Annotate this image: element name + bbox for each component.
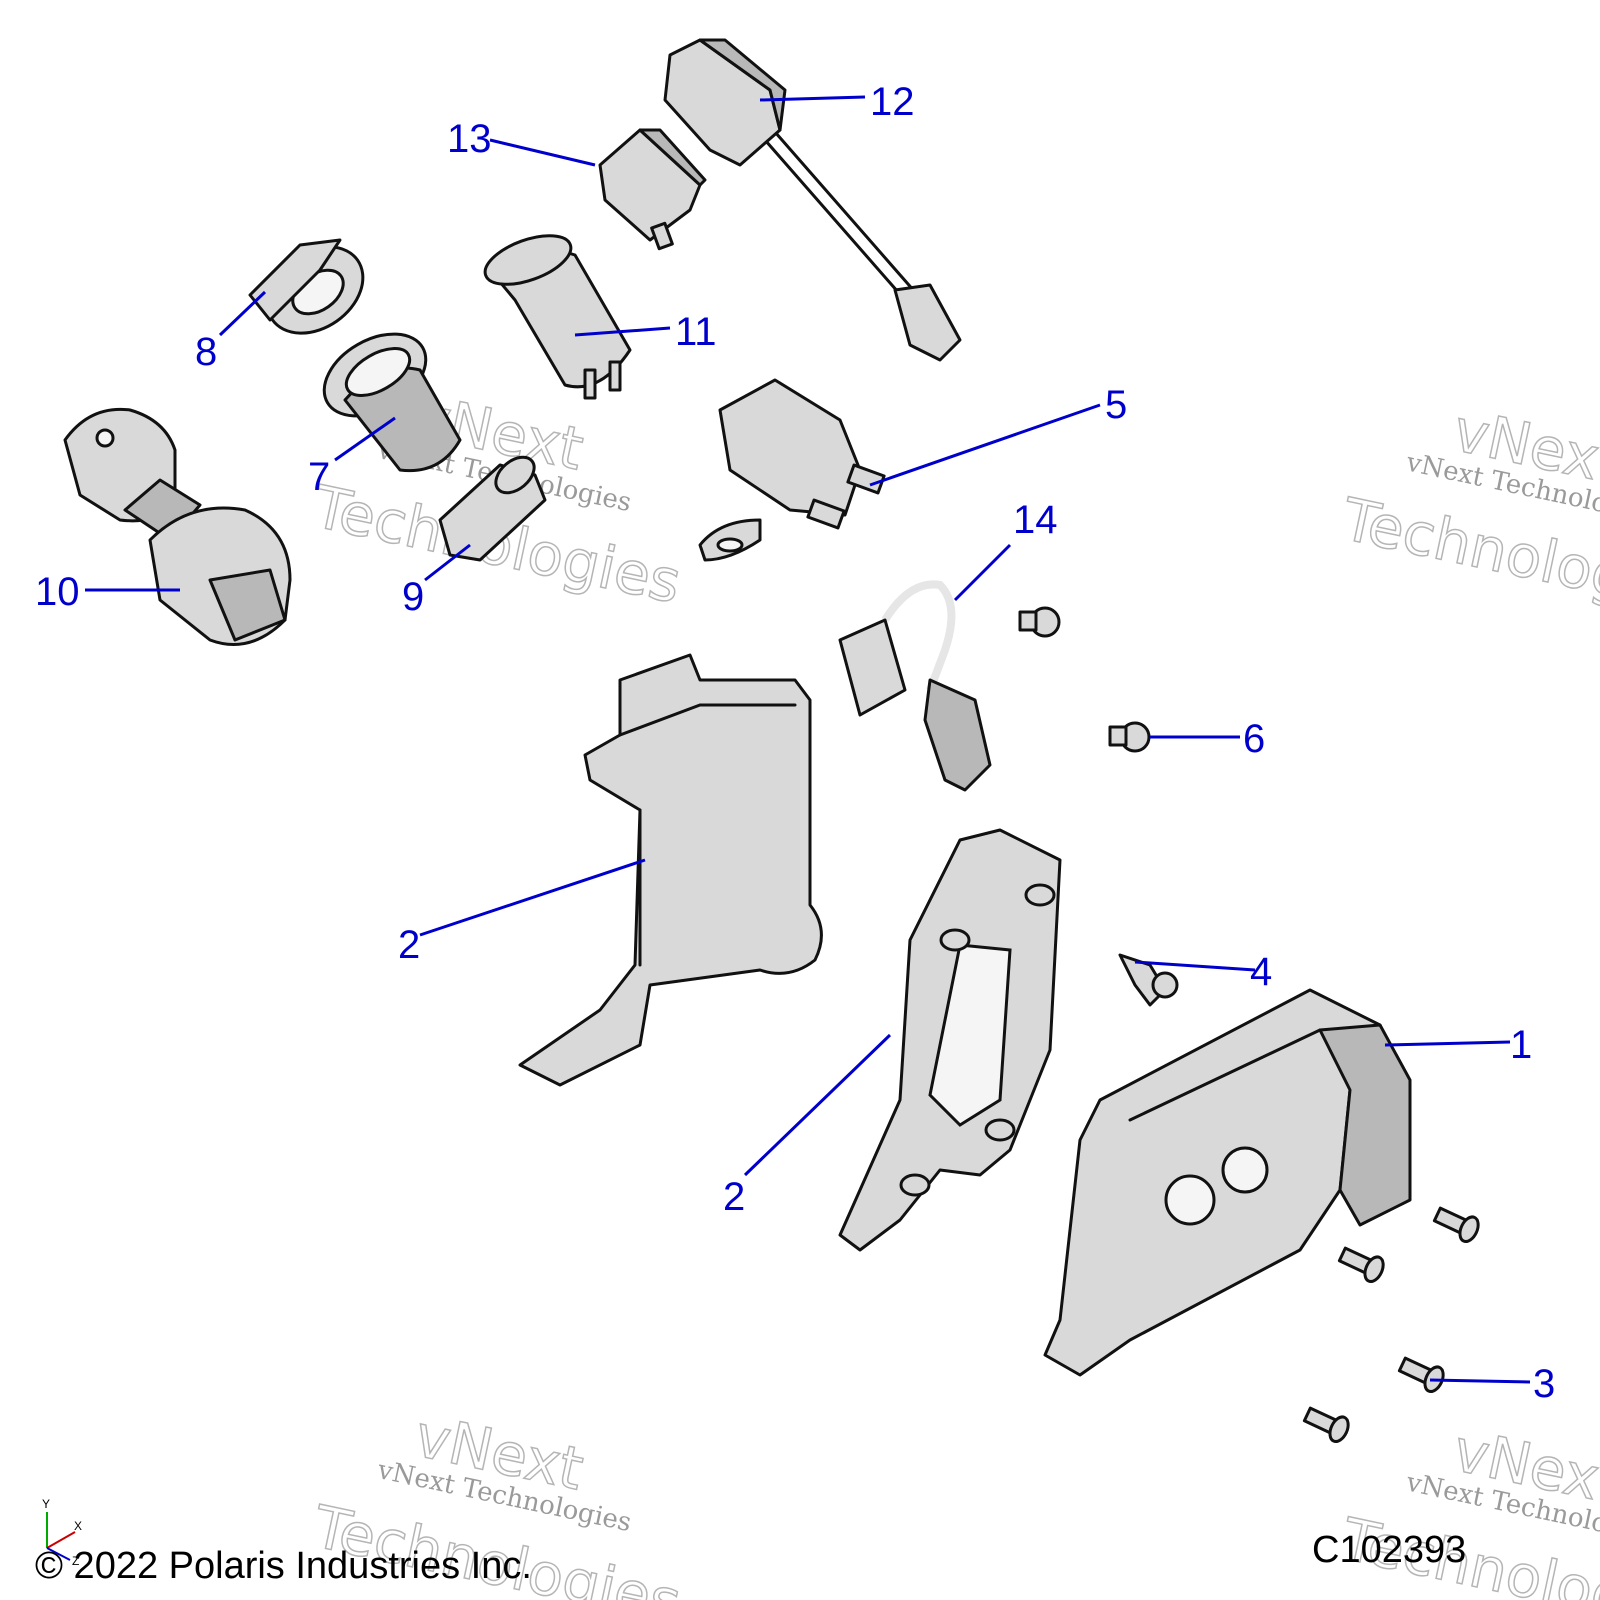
part-11-flasher <box>483 234 632 400</box>
part-7-socket <box>322 332 462 473</box>
axis-x-label: X <box>74 1519 82 1533</box>
callout-14: 14 <box>1013 498 1058 542</box>
callout-5: 5 <box>1105 383 1127 427</box>
part-6-nuts <box>1018 606 1151 753</box>
callout-10: 10 <box>35 570 80 614</box>
part-9-connector <box>438 455 547 562</box>
part-14-harness <box>838 580 992 792</box>
axis-triad: Y X Z <box>42 1497 82 1568</box>
part-5-solenoid <box>698 378 886 562</box>
callout-7: 7 <box>308 455 330 499</box>
axis-x-line <box>46 1531 76 1549</box>
part-12-sensor <box>663 38 962 362</box>
part-1-ecu <box>1043 988 1412 1377</box>
part-10-ignition-switch <box>63 407 292 646</box>
callout-8: 8 <box>195 330 217 374</box>
callout-13: 13 <box>447 117 492 161</box>
callout-labels: 1 2 2 3 4 5 6 7 8 9 10 11 12 13 14 <box>35 80 1555 1406</box>
callout-6: 6 <box>1243 717 1265 761</box>
part-2b-plate <box>838 828 1062 1252</box>
callout-9: 9 <box>402 575 424 619</box>
callout-12: 12 <box>870 80 915 124</box>
callout-4: 4 <box>1250 950 1272 994</box>
axis-z-label: Z <box>72 1554 79 1568</box>
part-13-relay <box>598 128 707 251</box>
callout-2: 2 <box>723 1175 745 1219</box>
part-8-switch-ring <box>248 238 365 335</box>
axis-z-line <box>46 1547 71 1561</box>
copyright-text: © 2022 Polaris Industries Inc. <box>35 1545 532 1587</box>
part-3-screws <box>1302 1206 1480 1443</box>
part-2a-cover <box>518 653 823 1087</box>
callout-1: 1 <box>1510 1023 1532 1067</box>
figure-id: C102393 <box>1312 1529 1466 1571</box>
watermark-right: vNext Technologies vNext Technologies <box>1335 395 1600 629</box>
callout-3: 3 <box>1533 1362 1555 1406</box>
callout-2: 2 <box>398 923 420 967</box>
leader-lines <box>85 95 1531 1384</box>
callout-11: 11 <box>675 310 717 354</box>
axis-y-label: Y <box>42 1497 50 1511</box>
